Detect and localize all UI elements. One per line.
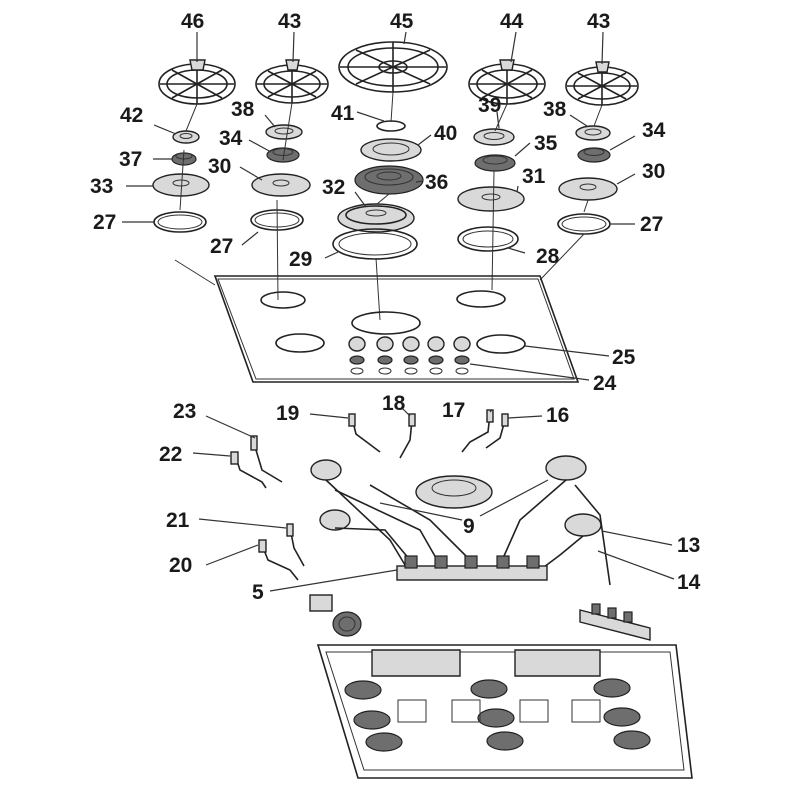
part-label-30: 30 (642, 160, 665, 183)
part-label-28: 28 (536, 245, 560, 268)
pan-support-43-left (255, 59, 329, 104)
assembly-guide-lines (174, 91, 603, 321)
thermocouple-22 (230, 451, 267, 489)
part-label-38: 38 (231, 98, 255, 121)
part-label-42: 42 (120, 104, 143, 127)
part-label-14: 14 (677, 571, 701, 594)
part-label-41: 41 (331, 102, 355, 125)
part-label-25: 25 (612, 346, 636, 369)
thermocouple-19 (348, 413, 381, 453)
part-label-36: 36 (425, 171, 448, 194)
part-label-45: 45 (390, 10, 414, 33)
part-label-27: 27 (640, 213, 663, 236)
part-label-13: 13 (677, 534, 700, 557)
part-label-44: 44 (500, 10, 524, 33)
bezels-24 (349, 355, 470, 375)
pan-support-45 (338, 41, 448, 93)
part-label-23: 23 (173, 400, 196, 423)
burner-cap-40 (360, 138, 422, 162)
burner-cups (310, 455, 602, 537)
part-label-37: 37 (119, 148, 142, 171)
burner-head-34-right (577, 147, 611, 163)
electrode-18 (399, 413, 416, 459)
ring-27-right (557, 213, 611, 235)
part-label-43: 43 (587, 10, 610, 33)
part-label-24: 24 (593, 372, 617, 395)
leader-lines (122, 31, 675, 592)
electrode-17 (461, 409, 494, 453)
burner-head-34-left (266, 147, 300, 163)
spreader-31 (457, 186, 525, 212)
gas-manifold-5 (396, 555, 548, 581)
burner-cap-42 (172, 130, 200, 144)
part-label-38: 38 (543, 98, 567, 121)
part-label-30: 30 (208, 155, 231, 178)
part-labels: 46 43 45 44 43 42 38 41 39 38 34 40 35 3… (90, 10, 701, 604)
part-label-27: 27 (210, 235, 233, 258)
part-label-16: 16 (546, 404, 569, 427)
ignition-connector (309, 594, 362, 637)
part-label-46: 46 (181, 10, 204, 33)
hob-top-panel (213, 275, 580, 383)
burner-head-35 (474, 154, 516, 172)
part-label-27: 27 (93, 211, 116, 234)
thermocouple-21 (286, 523, 305, 567)
part-label-39: 39 (478, 94, 501, 117)
part-label-20: 20 (169, 554, 192, 577)
ring-28 (457, 226, 519, 252)
burner-ring-41 (376, 120, 406, 132)
part-label-34: 34 (642, 119, 666, 142)
burner-cap-39 (473, 128, 515, 146)
part-label-43: 43 (278, 10, 301, 33)
pan-support-44 (468, 59, 546, 105)
part-label-21: 21 (166, 509, 190, 532)
burner-cap-38-right (575, 125, 611, 141)
part-label-18: 18 (382, 392, 406, 415)
pan-support-43-right (565, 61, 639, 106)
part-label-35: 35 (534, 132, 558, 155)
part-label-31: 31 (522, 165, 546, 188)
part-label-34: 34 (219, 127, 243, 150)
thermocouple-23 (250, 435, 283, 483)
thermocouple-16 (485, 413, 509, 449)
spreader-30-right (558, 177, 618, 201)
gas-pipes-9 (325, 479, 611, 586)
ring-27-left (153, 211, 207, 233)
knobs-25 (348, 336, 471, 352)
part-label-33: 33 (90, 175, 113, 198)
part-label-22: 22 (159, 443, 182, 466)
ring-29 (332, 228, 418, 260)
ignition-module (579, 603, 651, 641)
burner-head-36 (354, 165, 424, 195)
part-label-40: 40 (434, 122, 457, 145)
spreader-30-left (251, 173, 311, 197)
part-label-5: 5 (252, 581, 264, 604)
spreader-32 (337, 203, 415, 233)
part-label-19: 19 (276, 402, 299, 425)
part-label-9: 9 (463, 515, 475, 538)
part-label-32: 32 (322, 176, 345, 199)
pan-support-46 (158, 59, 236, 105)
burner-cap-38-left (265, 124, 303, 140)
part-label-17: 17 (442, 399, 465, 422)
electrode-20 (258, 539, 299, 581)
base-tray (316, 644, 693, 779)
part-label-29: 29 (289, 248, 312, 271)
